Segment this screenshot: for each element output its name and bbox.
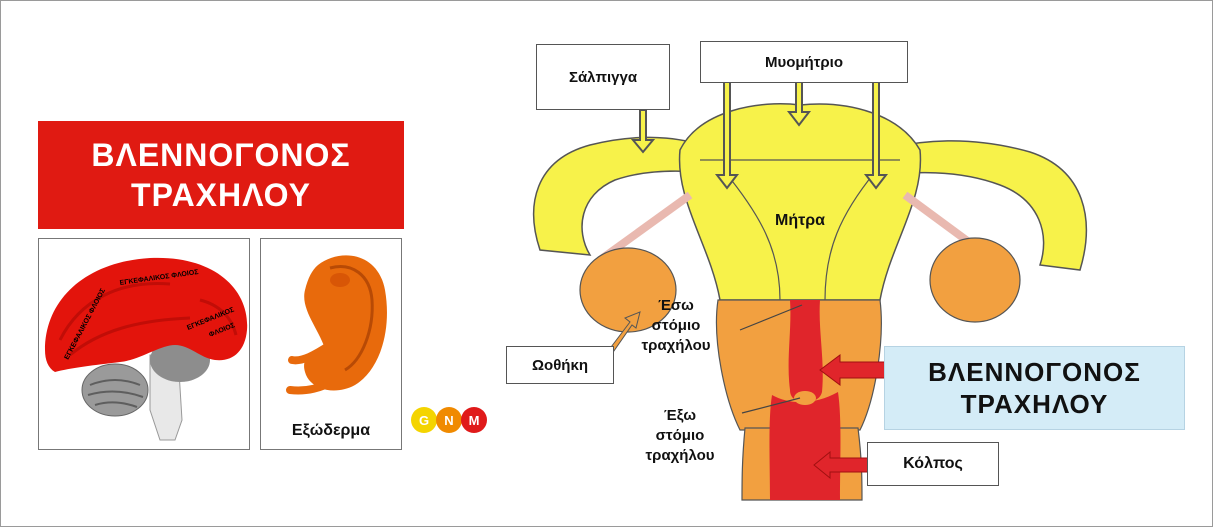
vagina-label: Κόλπος <box>867 442 999 486</box>
external-os-label: Έξω στόμιο τραχήλου <box>620 406 740 466</box>
mucosa-box: ΒΛΕΝΝΟΓΟΝΟΣ ΤΡΑΧΗΛΟΥ <box>884 346 1185 430</box>
logo-letter-m: M <box>469 413 480 428</box>
mucosa-line1: ΒΛΕΝΝΟΓΟΝΟΣ <box>885 356 1184 388</box>
myometrium-label: Μυομήτριο <box>700 41 908 83</box>
external-os-line2: στόμιο <box>620 426 740 446</box>
myometrium-text: Μυομήτριο <box>765 54 843 71</box>
gnm-logo: G N M <box>411 407 487 433</box>
logo-letter-n: N <box>444 413 453 428</box>
internal-os-line2: στόμιο <box>616 316 736 336</box>
ovary-label: Ωοθήκη <box>506 346 614 384</box>
mucosa-line2: ΤΡΑΧΗΛΟΥ <box>885 388 1184 420</box>
brain-illustration: ΕΓΚΕΦΑΛΙΚΟΣ ΦΛΟΙΟΣ ΕΓΚΕΦΑΛΙΚΟΣ ΦΛΟΙΟΣ ΕΓ… <box>45 258 247 440</box>
internal-os-label: Έσω στόμιο τραχήλου <box>616 296 736 356</box>
salpinx-label: Σάλπιγγα <box>536 44 670 110</box>
external-os-line1: Έξω <box>620 406 740 426</box>
ovary-text: Ωοθήκη <box>532 357 588 374</box>
logo-letter-g: G <box>419 413 429 428</box>
embryo-illustration <box>290 255 387 390</box>
internal-os-line3: τραχήλου <box>616 336 736 356</box>
embryo-label: Εξώδερμα <box>275 422 387 440</box>
uterus-label: Μήτρα <box>775 212 825 229</box>
salpinx-text: Σάλπιγγα <box>569 69 637 86</box>
vagina-text: Κόλπος <box>903 455 963 473</box>
internal-os-line1: Έσω <box>616 296 736 316</box>
external-os-line3: τραχήλου <box>620 446 740 466</box>
